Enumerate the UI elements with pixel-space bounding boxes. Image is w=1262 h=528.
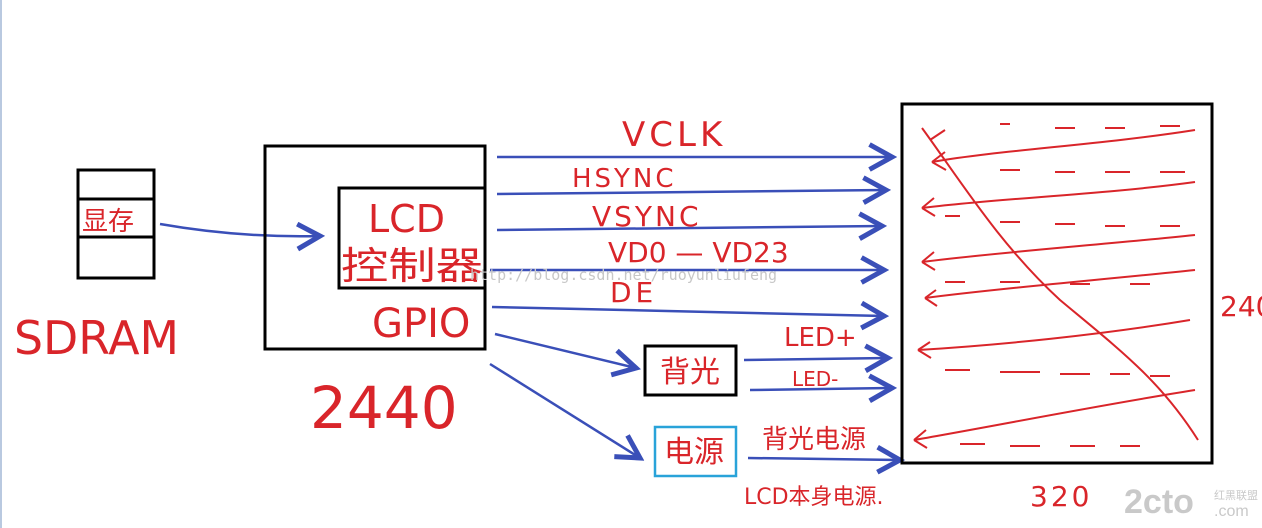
site-logo: 2cto .com 红黑联盟 bbox=[1124, 483, 1258, 521]
lcd-panel: 240 320 bbox=[900, 102, 1262, 513]
sdram-cell-label: 显存 bbox=[82, 207, 134, 237]
signal-vclk: VCLK bbox=[622, 115, 726, 155]
vsync-line bbox=[496, 226, 882, 230]
signal-vsync: VSYNC bbox=[592, 200, 702, 233]
led-minus-label: LED- bbox=[792, 367, 838, 391]
gpio-to-backlight-arrow bbox=[494, 332, 636, 368]
signal-de: DE bbox=[610, 276, 657, 309]
hsync-line bbox=[496, 190, 886, 194]
signal-vd: VD0 — VD23 bbox=[608, 236, 789, 269]
chip-2440: LCD 控制器 GPIO 2440 bbox=[263, 144, 487, 442]
signal-lines bbox=[490, 157, 892, 316]
signal-labels: VCLK HSYNC VSYNC VD0 — VD23 DE bbox=[572, 115, 789, 309]
gpio-label: GPIO bbox=[372, 301, 470, 347]
de-line bbox=[491, 307, 884, 316]
logo-main: 2cto bbox=[1124, 483, 1194, 521]
chip-label: 2440 bbox=[310, 374, 458, 442]
panel-height-label: 240 bbox=[1220, 290, 1262, 323]
lcd-label: LCD bbox=[368, 197, 445, 241]
sdram-label: SDRAM bbox=[14, 311, 179, 365]
power-block: 电源 背光电源 LCD本身电源. bbox=[653, 425, 900, 510]
lcd-controller-box bbox=[337, 186, 487, 290]
power-label: 电源 bbox=[664, 435, 724, 470]
backlight-label: 背光 bbox=[660, 355, 720, 390]
scan-lines bbox=[913, 123, 1199, 447]
gpio-to-power-arrow bbox=[489, 362, 640, 458]
logo-sub: .com bbox=[1214, 503, 1249, 520]
led-plus-label: LED+ bbox=[784, 323, 857, 353]
signal-hsync: HSYNC bbox=[572, 164, 677, 194]
power-line bbox=[747, 458, 900, 460]
controller-label: 控制器 bbox=[341, 244, 483, 288]
scan-arrowheads bbox=[913, 151, 947, 449]
watermark-url: http://blog.csdn.net/ruoyunliufeng bbox=[470, 266, 777, 284]
led-minus-line bbox=[749, 388, 892, 390]
led-plus-line bbox=[743, 358, 888, 360]
logo-cn: 红黑联盟 bbox=[1214, 489, 1258, 502]
sdram-block: 显存 SDRAM bbox=[14, 168, 179, 365]
lcd-power-label: LCD本身电源. bbox=[744, 485, 884, 510]
backlight-power-label: 背光电源 bbox=[762, 425, 866, 455]
sdram-to-controller-arrow bbox=[159, 224, 320, 236]
backlight-block: 背光 LED+ LED- bbox=[643, 323, 892, 395]
panel-width-label: 320 bbox=[1030, 480, 1092, 513]
